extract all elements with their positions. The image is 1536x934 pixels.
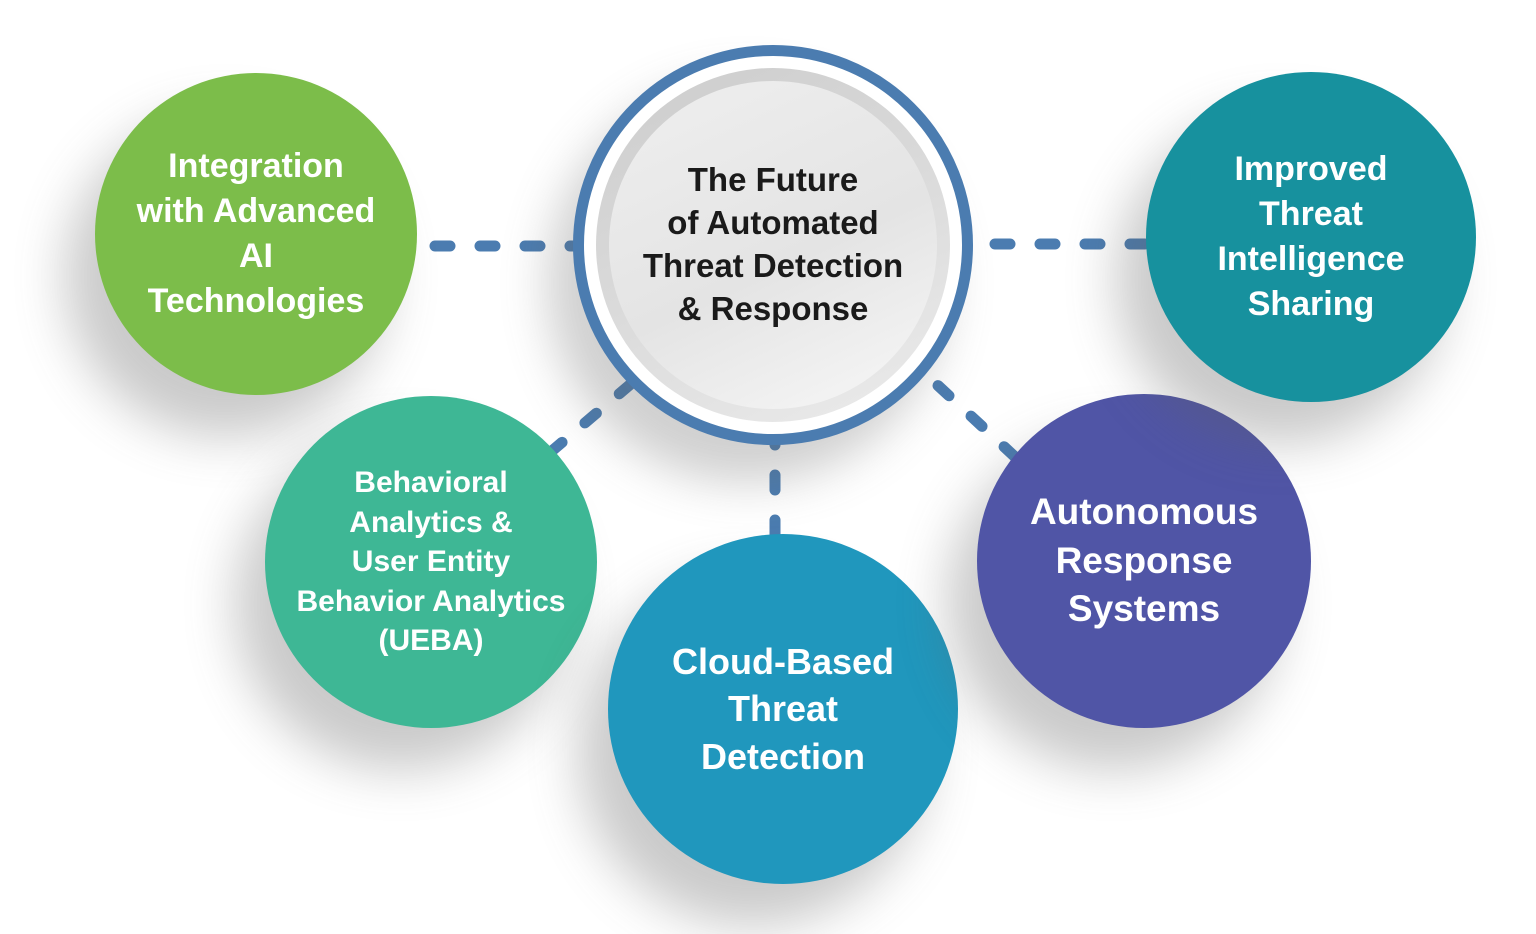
connector-hub-ueba xyxy=(514,349,671,484)
node-behavioral-analytics-ueba: Behavioral Analytics & User Entity Behav… xyxy=(265,396,597,728)
node-autonomous-response-systems: Autonomous Response Systems xyxy=(977,394,1311,728)
node-improved-threat-intelligence-sharing-label: Improved Threat Intelligence Sharing xyxy=(1217,150,1405,323)
node-ai-technologies: Integration with Advanced AI Technologie… xyxy=(95,73,417,395)
node-behavioral-analytics-ueba-label: Behavioral Analytics & User Entity Behav… xyxy=(296,466,566,658)
hub-circle: The Future of Automated Threat Detection… xyxy=(573,45,973,445)
node-ai-technologies-label: Integration with Advanced AI Technologie… xyxy=(136,147,376,320)
hub-rim: The Future of Automated Threat Detection… xyxy=(596,68,950,422)
node-cloud-based-threat-detection-label: Cloud-Based Threat Detection xyxy=(671,640,894,777)
hub-disc: The Future of Automated Threat Detection… xyxy=(609,81,937,409)
hub-title: The Future of Automated Threat Detection… xyxy=(642,161,904,327)
node-autonomous-response-systems-label: Autonomous Response Systems xyxy=(1029,490,1259,630)
node-cloud-based-threat-detection: Cloud-Based Threat Detection xyxy=(608,534,958,884)
node-improved-threat-intelligence-sharing: Improved Threat Intelligence Sharing xyxy=(1146,72,1476,402)
